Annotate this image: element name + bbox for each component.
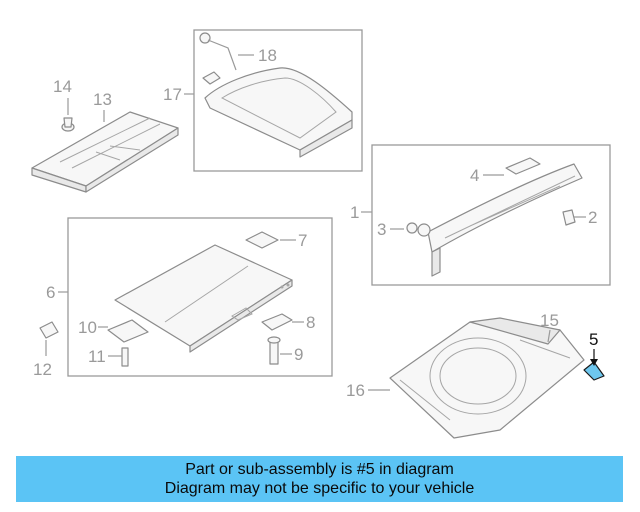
part-16-tray xyxy=(389,321,585,439)
part-17-clip xyxy=(202,71,221,85)
callout-15: 15 xyxy=(540,311,559,330)
part-7-handle xyxy=(245,231,279,249)
callout-18-group: 18 xyxy=(238,46,277,65)
callout-17-group: 17 xyxy=(163,85,194,104)
callout-13-group: 13 xyxy=(93,90,112,122)
callout-4: 4 xyxy=(470,166,479,185)
banner-line-1: Part or sub-assembly is #5 in diagram xyxy=(185,461,454,478)
callout-12-group: 12 xyxy=(33,340,52,379)
callout-8-group: 8 xyxy=(292,313,315,332)
callout-8: 8 xyxy=(306,313,315,332)
callout-6-group: 6 xyxy=(46,283,68,302)
callout-2: 2 xyxy=(588,208,597,227)
callout-6: 6 xyxy=(46,283,55,302)
callout-3: 3 xyxy=(377,220,386,239)
part-3-nut xyxy=(406,222,431,237)
callout-16-group: 16 xyxy=(346,381,390,400)
callout-15-group: 15 xyxy=(540,311,559,343)
callout-16: 16 xyxy=(346,381,365,400)
part-5-highlighted xyxy=(583,361,605,381)
callout-9: 9 xyxy=(294,345,303,364)
part-1-trim-panel xyxy=(427,163,583,277)
part-5-shape xyxy=(583,361,605,381)
callout-14-group: 14 xyxy=(53,77,72,115)
callout-3-group: 3 xyxy=(377,220,404,239)
part-13-floor-panel xyxy=(31,111,179,193)
callout-2-group: 2 xyxy=(574,208,597,227)
callout-1: 1 xyxy=(350,203,359,222)
part-10-plate xyxy=(107,319,149,343)
callout-9-group: 9 xyxy=(280,345,303,364)
parts-diagram: 14 13 18 17 1 xyxy=(31,29,611,439)
part-2-clip xyxy=(562,209,576,226)
frame-trim-panel xyxy=(371,144,611,286)
part-11-screw xyxy=(121,347,129,367)
frame-parcel-shelf xyxy=(193,29,363,172)
callout-14: 14 xyxy=(53,77,72,96)
callout-4-group: 4 xyxy=(470,166,504,185)
part-4-cover xyxy=(505,157,541,175)
callout-12: 12 xyxy=(33,360,52,379)
callout-11-group: 11 xyxy=(88,347,122,366)
callout-11: 11 xyxy=(88,347,106,366)
part-14-clip xyxy=(61,117,75,132)
part-9-bolt xyxy=(267,336,281,365)
callout-7-group: 7 xyxy=(280,231,307,250)
part-17-parcel-shelf xyxy=(204,67,353,158)
callout-10: 10 xyxy=(78,318,97,337)
part-18-rod xyxy=(199,32,237,71)
part-8-bracket xyxy=(261,313,293,331)
part-6-floor-board xyxy=(114,244,293,353)
callout-10-group: 10 xyxy=(78,318,108,337)
part-15-insert xyxy=(469,317,561,345)
frame-floor-board xyxy=(67,217,333,377)
callout-18: 18 xyxy=(258,46,277,65)
callout-7: 7 xyxy=(298,231,307,250)
info-banner: Part or sub-assembly is #5 in diagram Di… xyxy=(16,456,623,502)
callout-17: 17 xyxy=(163,85,182,104)
callout-1-group: 1 xyxy=(350,203,372,222)
banner-line-2: Diagram may not be specific to your vehi… xyxy=(164,480,475,497)
callout-5-group: 5 xyxy=(589,330,598,366)
callout-13: 13 xyxy=(93,90,112,109)
callout-5: 5 xyxy=(589,330,598,349)
part-12-clip xyxy=(39,321,59,339)
